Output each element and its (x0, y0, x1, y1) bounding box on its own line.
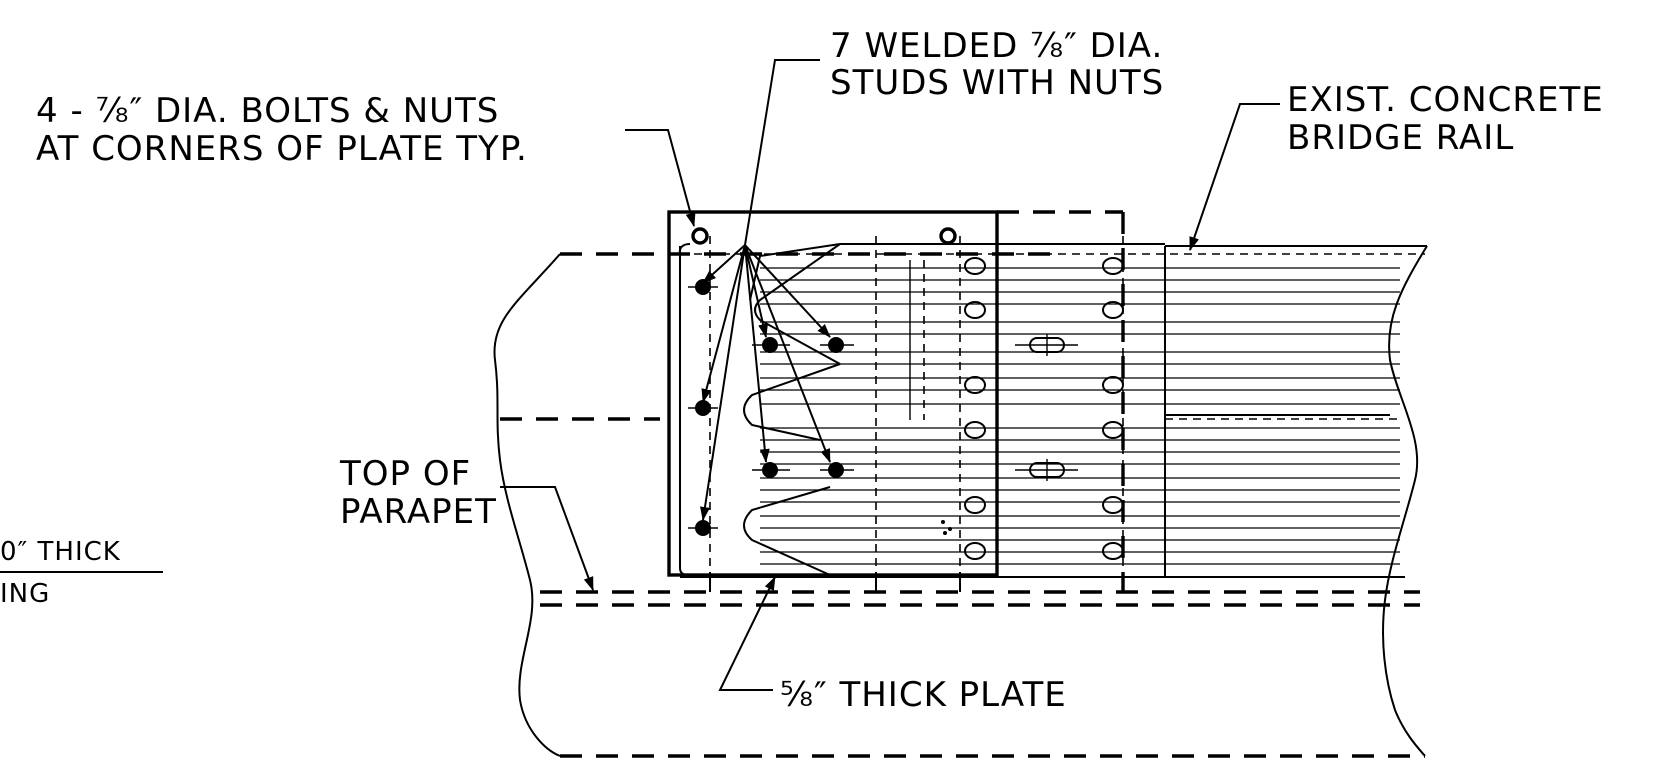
label-cut-off-left: 0″ THICK ING (0, 537, 163, 609)
leaders (500, 59, 1280, 691)
stud (688, 400, 718, 416)
welded-studs-line2: STUDS WITH NUTS (830, 63, 1164, 103)
corner-bolts-line2: AT CORNERS OF PLATE TYP. (36, 129, 528, 169)
stud (752, 462, 790, 478)
stud (688, 520, 718, 536)
corner-bolt (691, 227, 709, 245)
slotted-holes (941, 257, 1124, 560)
label-bridge-rail: EXIST. CONCRETE BRIDGE RAIL (1287, 80, 1604, 158)
cut-off-line2: ING (0, 579, 50, 609)
welded-studs (688, 279, 854, 536)
corner-bolts (691, 227, 957, 245)
stud (820, 337, 854, 353)
plate-label: ⅝″ THICK PLATE (780, 675, 1067, 715)
label-welded-studs: 7 WELDED ⅞″ DIA. STUDS WITH NUTS (830, 26, 1164, 103)
w-beam-end (743, 243, 841, 576)
parapet-outline (493, 245, 1428, 758)
cut-off-line1: 0″ THICK (0, 537, 121, 567)
parapet-line2: PARAPET (340, 492, 497, 532)
corner-bolts-line1: 4 - ⅞″ DIA. BOLTS & NUTS (36, 91, 499, 131)
label-plate: ⅝″ THICK PLATE (780, 675, 1067, 715)
thick-plate (667, 210, 1125, 592)
welded-studs-line1: 7 WELDED ⅞″ DIA. (830, 26, 1163, 66)
bridge-rail-line2: BRIDGE RAIL (1287, 118, 1514, 158)
label-parapet: TOP OF PARAPET (339, 454, 497, 532)
parapet-line1: TOP OF (339, 454, 471, 494)
stud (688, 279, 718, 295)
label-corner-bolts: 4 - ⅞″ DIA. BOLTS & NUTS AT CORNERS OF P… (36, 91, 528, 169)
bridge-rail-lines (680, 243, 1427, 578)
corner-bolt (939, 227, 957, 245)
rail-rib-lines (760, 267, 1400, 565)
stud (820, 462, 854, 478)
bridge-rail-line1: EXIST. CONCRETE (1287, 80, 1604, 120)
